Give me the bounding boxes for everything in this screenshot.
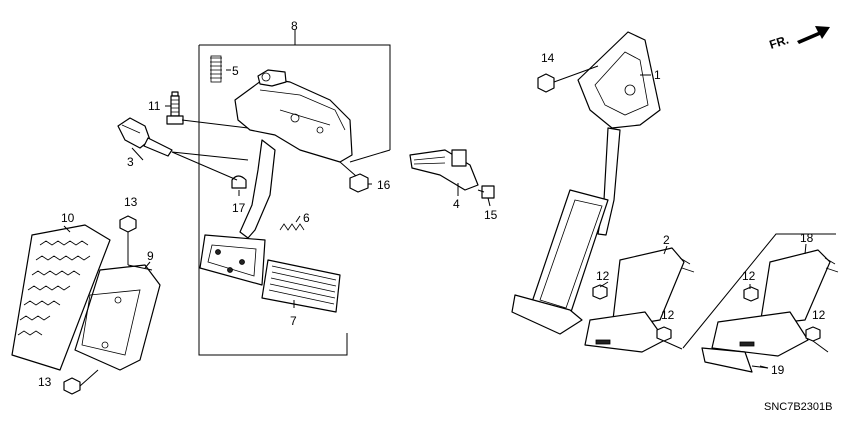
pedal-sensor-4 [409,149,495,199]
nut-13-lower [63,377,81,395]
callout-1: 1 [654,68,661,82]
clip-17 [231,175,247,189]
nut-12-d [805,326,821,342]
nut-14 [537,73,555,93]
front-arrow-icon [797,26,830,44]
footrest-assembly [11,215,161,395]
callout-13-upper: 13 [124,195,138,209]
callout-9: 9 [147,249,154,263]
callout-7: 7 [290,314,297,328]
callout-18: 18 [800,231,814,245]
callout-15: 15 [484,208,498,222]
nut-13-upper [119,215,137,233]
bolt-11 [166,91,184,125]
callout-13-lower: 13 [38,375,52,389]
nut-12-c [743,286,759,302]
pedal-bracket-2 [584,247,695,353]
return-spring-5 [210,55,222,83]
callout-16: 16 [377,178,391,192]
callout-6: 6 [303,211,310,225]
footrest-bracket-9 [74,264,161,371]
diagram-code: SNC7B2301B [764,401,833,413]
front-direction-label: FR. [768,33,791,52]
stop-switch-3 [117,117,173,157]
callout-3: 3 [127,155,134,169]
callout-12-b: 12 [661,308,675,322]
return-spring-6 [279,223,305,231]
bolt-15 [481,185,495,199]
callout-labels: 8 5 11 3 17 16 6 7 13 10 9 13 4 15 14 1 … [38,19,826,389]
variant-inset [682,233,839,373]
accelerator-pedal-1 [511,31,661,335]
callout-12-d: 12 [812,308,826,322]
callout-10: 10 [61,211,75,225]
front-direction-indicator: FR. [768,26,830,52]
callout-8: 8 [291,19,298,33]
callout-19: 19 [771,363,785,377]
callout-12-c: 12 [742,269,756,283]
leader-lines [63,69,807,369]
nut-12-a [592,284,608,300]
callout-14: 14 [541,51,555,65]
brake-pedal-assembly [117,30,391,356]
brake-pedal-pad-7 [261,259,341,313]
callout-5: 5 [232,64,239,78]
callout-11: 11 [148,99,161,113]
nut-12-b [656,326,672,342]
callout-12-a: 12 [596,269,610,283]
callout-17: 17 [232,201,246,215]
callout-4: 4 [453,197,460,211]
footrest-pad-10 [11,224,111,371]
callout-2: 2 [663,233,670,247]
nut-16 [349,173,369,193]
